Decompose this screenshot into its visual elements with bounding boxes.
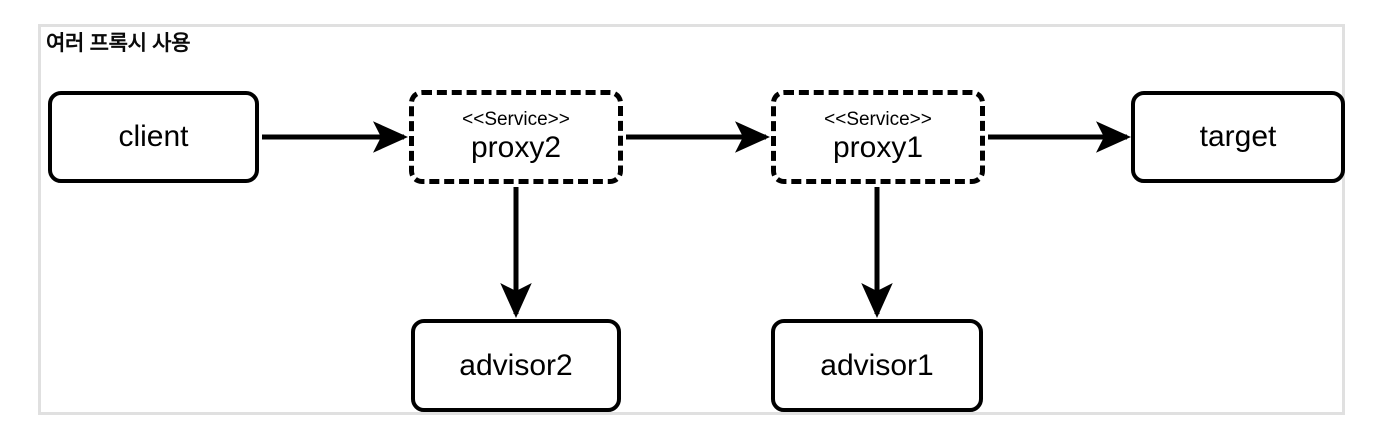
node-target-label: target [1199,120,1277,154]
node-advisor2-label: advisor2 [459,348,573,382]
node-target[interactable]: target [1131,91,1345,183]
node-proxy1[interactable]: <<Service>> proxy1 [771,90,985,184]
diagram-panel [38,24,1345,415]
node-proxy1-stereotype: <<Service>> [824,109,932,131]
node-proxy1-label: proxy1 [832,131,924,165]
node-proxy2-stereotype: <<Service>> [462,109,570,131]
node-advisor1[interactable]: advisor1 [771,319,983,412]
node-advisor2[interactable]: advisor2 [411,319,621,412]
node-proxy2[interactable]: <<Service>> proxy2 [409,90,623,184]
node-client[interactable]: client [48,91,259,183]
node-advisor1-label: advisor1 [820,348,934,382]
node-client-label: client [118,120,189,154]
diagram-caption: 여러 프록시 사용 [46,32,191,55]
node-proxy2-label: proxy2 [470,131,562,165]
